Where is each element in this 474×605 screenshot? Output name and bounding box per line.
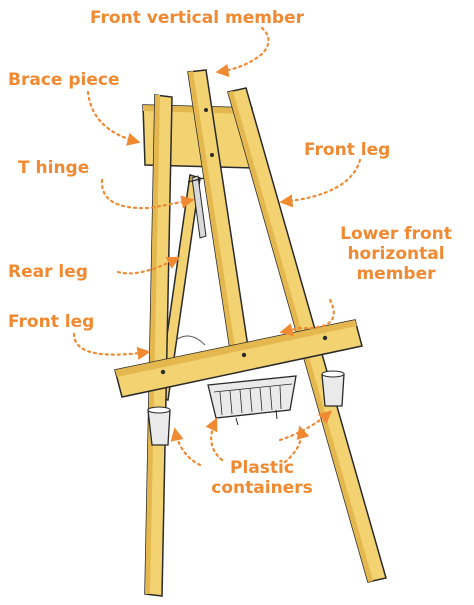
arrow-brace-piece-icon xyxy=(86,90,141,146)
arrow-right-cup-icon xyxy=(278,410,332,442)
label-lower-front-line1: Lower front xyxy=(340,224,452,244)
label-rear-leg: Rear leg xyxy=(8,262,88,282)
label-front-leg-left: Front leg xyxy=(8,312,95,332)
arrow-t-hinge-icon xyxy=(100,178,195,210)
arrow-front-leg-right-icon xyxy=(279,158,362,208)
label-lower-front-line3: member xyxy=(356,264,436,284)
label-front-leg-right: Front leg xyxy=(304,140,391,160)
front-vertical-member xyxy=(187,69,251,363)
arrow-lower-front-horizontal-icon xyxy=(279,298,335,337)
t-hinge xyxy=(187,175,207,239)
label-t-hinge: T hinge xyxy=(18,158,90,178)
lower-front-horizontal-member xyxy=(114,319,363,398)
hook-wire xyxy=(175,335,206,346)
arrow-basket-icon xyxy=(205,417,224,462)
arrow-front-leg-left-icon xyxy=(72,332,151,360)
label-plastic-line1: Plastic xyxy=(230,458,294,478)
label-lower-front-line2: horizontal xyxy=(347,244,445,264)
label-plastic-containers: Plastic containers xyxy=(196,458,328,498)
label-lower-front-horizontal-member: Lower front horizontal member xyxy=(322,224,470,284)
basket-container xyxy=(207,375,297,426)
arrow-basket-right-icon xyxy=(283,425,310,464)
arrow-front-vertical-member-icon xyxy=(215,26,270,77)
left-cup xyxy=(147,406,171,446)
right-cup xyxy=(321,370,345,407)
pointer-arrows xyxy=(72,26,362,467)
arrow-rear-leg-icon xyxy=(116,256,181,275)
label-brace-piece: Brace piece xyxy=(8,70,120,90)
label-front-vertical-member: Front vertical member xyxy=(90,8,305,28)
label-plastic-line2: containers xyxy=(211,478,313,498)
front-leg-left xyxy=(144,94,173,597)
